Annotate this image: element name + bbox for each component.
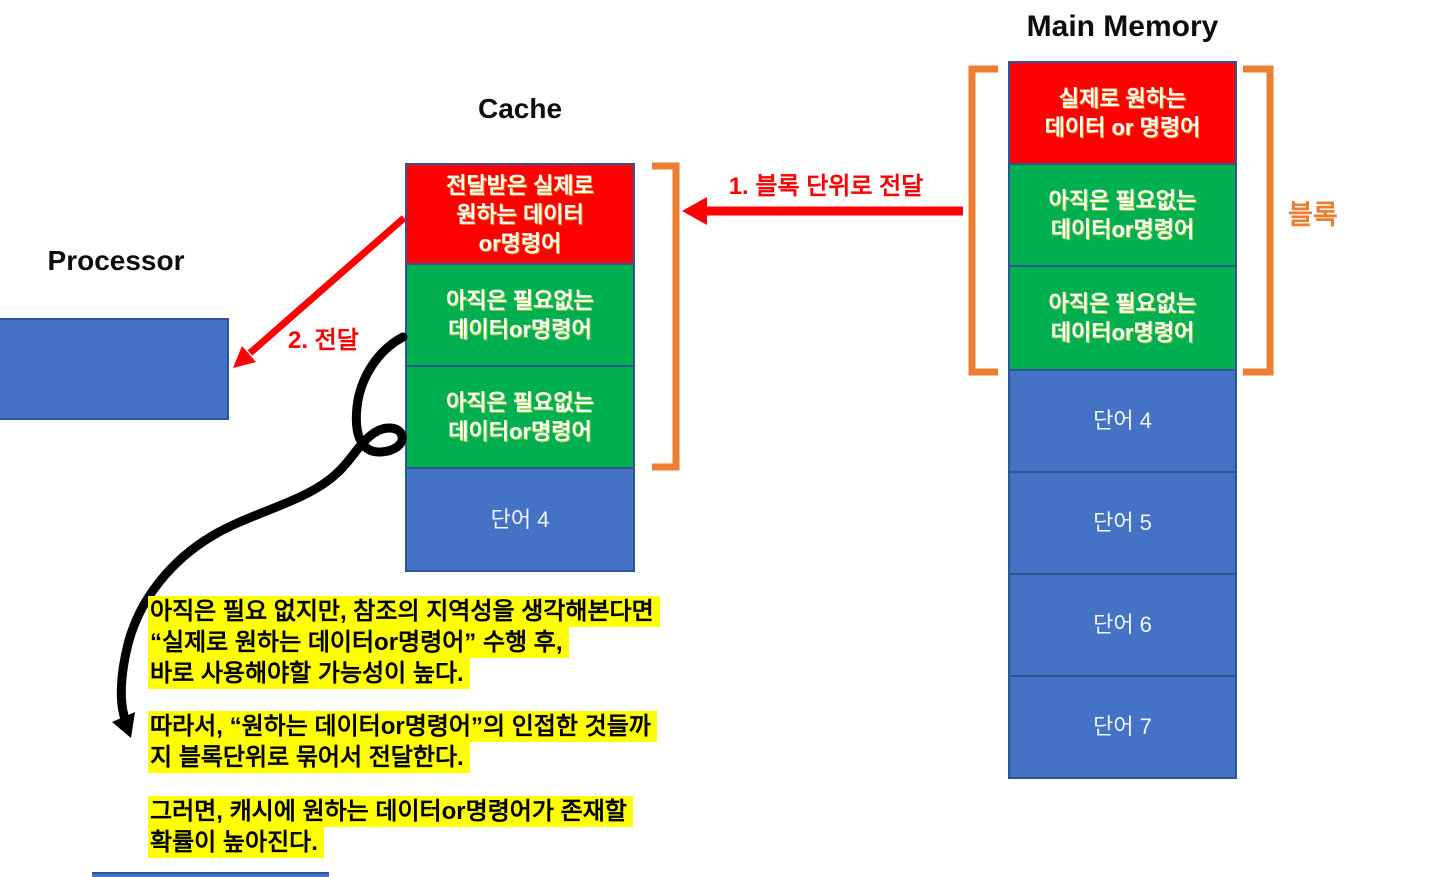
cache-column: 전달받은 실제로 원하는 데이터 or명령어 아직은 필요없는 데이터or명령어… <box>405 163 635 572</box>
note-line: 아직은 필요 없지만, 참조의 지역성을 생각해본다면 <box>148 596 660 627</box>
cell-text: 아직은 필요없는 <box>446 390 594 415</box>
cell-text: 단어 4 <box>490 506 550 532</box>
cache-block-bracket <box>652 162 680 471</box>
mm-row-word-6: 단어 6 <box>1010 575 1235 677</box>
note-locality: 아직은 필요 없지만, 참조의 지역성을 생각해본다면 “실제로 원하는 데이터… <box>148 596 660 689</box>
cell-text: 단어 7 <box>1093 714 1152 739</box>
note-line: “실제로 원하는 데이터or명령어” 수행 후, <box>148 627 569 658</box>
cell-text: 아직은 필요없는 <box>1048 188 1197 213</box>
arrow-deliver-head <box>233 346 256 368</box>
mm-row-not-needed-2: 아직은 필요없는 데이터or명령어 <box>1010 267 1235 371</box>
note-line: 따라서, “원하는 데이터or명령어”의 인접한 것들까 <box>148 711 657 742</box>
note-hit-probability: 그러면, 캐시에 원하는 데이터or명령어가 존재할 확률이 높아진다. <box>148 796 633 858</box>
arrow2-label: 2. 전달 <box>288 327 359 354</box>
mm-row-word-4: 단어 4 <box>1010 371 1235 473</box>
cell-text: 데이터 or 명령어 <box>1044 115 1201 140</box>
arrow1-label: 1. 블록 단위로 전달 <box>728 173 924 200</box>
cache-row-not-needed-1: 아직은 필요없는 데이터or명령어 <box>407 265 633 367</box>
mm-block-bracket-right <box>1243 65 1274 376</box>
block-label: 블록 <box>1288 200 1338 230</box>
cell-text: 원하는 데이터 <box>456 201 584 227</box>
bottom-cutoff-shape <box>92 872 329 877</box>
main-memory-column: 실제로 원하는 데이터 or 명령어 아직은 필요없는 데이터or명령어 아직은… <box>1008 61 1237 779</box>
cell-text: 아직은 필요없는 <box>1048 291 1197 316</box>
mm-row-word-7: 단어 7 <box>1010 677 1235 777</box>
cell-text: 단어 5 <box>1093 510 1152 535</box>
cache-row-word-4: 단어 4 <box>407 469 633 570</box>
cell-text: or명령어 <box>478 230 562 256</box>
cache-row-not-needed-2: 아직은 필요없는 데이터or명령어 <box>407 367 633 469</box>
cell-text: 데이터or명령어 <box>448 419 592 444</box>
mm-row-wanted-data: 실제로 원하는 데이터 or 명령어 <box>1010 63 1235 165</box>
cell-text: 데이터or명령어 <box>1050 217 1195 242</box>
cell-text: 단어 4 <box>1093 408 1152 433</box>
mm-row-word-5: 단어 5 <box>1010 473 1235 575</box>
arrow-block-transfer-head <box>682 197 707 225</box>
mm-row-not-needed-1: 아직은 필요없는 데이터or명령어 <box>1010 165 1235 267</box>
arrow-squiggle-head <box>112 712 135 738</box>
processor-title: Processor <box>47 245 185 276</box>
cell-text: 실제로 원하는 <box>1058 86 1187 111</box>
cache-title: Cache <box>477 93 563 124</box>
processor-box <box>0 318 229 420</box>
mm-block-bracket-left <box>968 65 998 376</box>
cell-text: 아직은 필요없는 <box>446 288 594 313</box>
note-block-transfer: 따라서, “원하는 데이터or명령어”의 인접한 것들까 지 블록단위로 묶어서… <box>148 711 657 773</box>
note-line: 바로 사용해야할 가능성이 높다. <box>148 658 470 689</box>
note-line: 확률이 높아진다. <box>148 827 324 858</box>
cell-text: 단어 6 <box>1093 612 1152 637</box>
note-line: 그러면, 캐시에 원하는 데이터or명령어가 존재할 <box>148 796 633 827</box>
note-line: 지 블록단위로 묶어서 전달한다. <box>148 742 470 773</box>
cell-text: 전달받은 실제로 <box>446 172 594 198</box>
cell-text: 데이터or명령어 <box>448 317 592 342</box>
main-memory-title: Main Memory <box>1026 10 1219 43</box>
cell-text: 데이터or명령어 <box>1050 320 1195 345</box>
cache-row-wanted-data: 전달받은 실제로 원하는 데이터 or명령어 <box>407 165 633 265</box>
